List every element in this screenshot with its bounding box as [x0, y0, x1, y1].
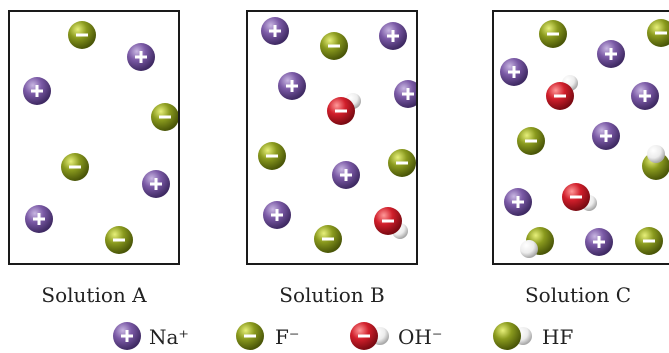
- fluoride-anion-icon: [236, 322, 264, 350]
- fluoride-anion-icon: [151, 103, 178, 131]
- sodium-cation-icon: [504, 188, 532, 216]
- fluoride-anion-icon: [388, 149, 416, 177]
- fluoride-anion-icon: [68, 21, 96, 49]
- sodium-cation-icon: [394, 80, 416, 108]
- sodium-cation-icon: [127, 43, 155, 71]
- fluoride-anion-icon: [539, 20, 567, 48]
- legend-oh-label: OH⁻: [398, 325, 443, 349]
- hydrogen-fluoride-molecule-icon: [642, 145, 669, 180]
- sodium-cation-icon: [142, 170, 170, 198]
- solution-c-particles: [500, 19, 669, 258]
- hydrogen-fluoride-molecule-icon: [493, 322, 532, 350]
- hydroxide-anion-icon: [350, 322, 389, 350]
- solution-b-box: [246, 10, 418, 265]
- sodium-cation-icon: [332, 161, 360, 189]
- fluoride-anion-icon: [635, 227, 663, 255]
- solution-a-box: [8, 10, 180, 265]
- legend-na-label: Na⁺: [149, 325, 189, 349]
- fluoride-anion-icon: [258, 142, 286, 170]
- sodium-cation-icon: [500, 58, 528, 86]
- fluoride-anion-icon: [320, 32, 348, 60]
- legend: Na⁺ F⁻ OH⁻ HF: [0, 316, 669, 353]
- hydroxide-anion-icon: [562, 183, 597, 211]
- legend-hf-label: HF: [542, 325, 574, 349]
- sodium-cation-icon: [23, 77, 51, 105]
- sodium-cation-icon: [278, 72, 306, 100]
- solution-a-particles: [23, 21, 178, 254]
- fluoride-anion-icon: [61, 153, 89, 181]
- fluoride-anion-icon: [647, 19, 669, 47]
- fluoride-anion-icon: [105, 226, 133, 254]
- sodium-cation-icon: [261, 17, 289, 45]
- solution-c-label: Solution C: [524, 283, 632, 307]
- sodium-cation-icon: [585, 228, 613, 256]
- sodium-cation-icon: [631, 82, 659, 110]
- legend-symbols: [113, 322, 532, 350]
- hydroxide-anion-icon: [327, 93, 361, 125]
- hydroxide-anion-icon: [374, 207, 408, 239]
- sodium-cation-icon: [597, 40, 625, 68]
- sodium-cation-icon: [25, 205, 53, 233]
- solution-c-box: [492, 10, 669, 265]
- hydroxide-anion-icon: [546, 75, 578, 110]
- fluoride-anion-icon: [517, 127, 545, 155]
- solution-b-particles: [258, 17, 416, 253]
- sodium-cation-icon: [592, 122, 620, 150]
- legend-f-label: F⁻: [275, 325, 300, 349]
- solution-a-label: Solution A: [41, 283, 147, 307]
- solution-b-label: Solution B: [279, 283, 385, 307]
- sodium-cation-icon: [263, 201, 291, 229]
- sodium-cation-icon: [379, 22, 407, 50]
- fluoride-anion-icon: [314, 225, 342, 253]
- hydrogen-fluoride-molecule-icon: [520, 227, 554, 258]
- sodium-cation-icon: [113, 322, 141, 350]
